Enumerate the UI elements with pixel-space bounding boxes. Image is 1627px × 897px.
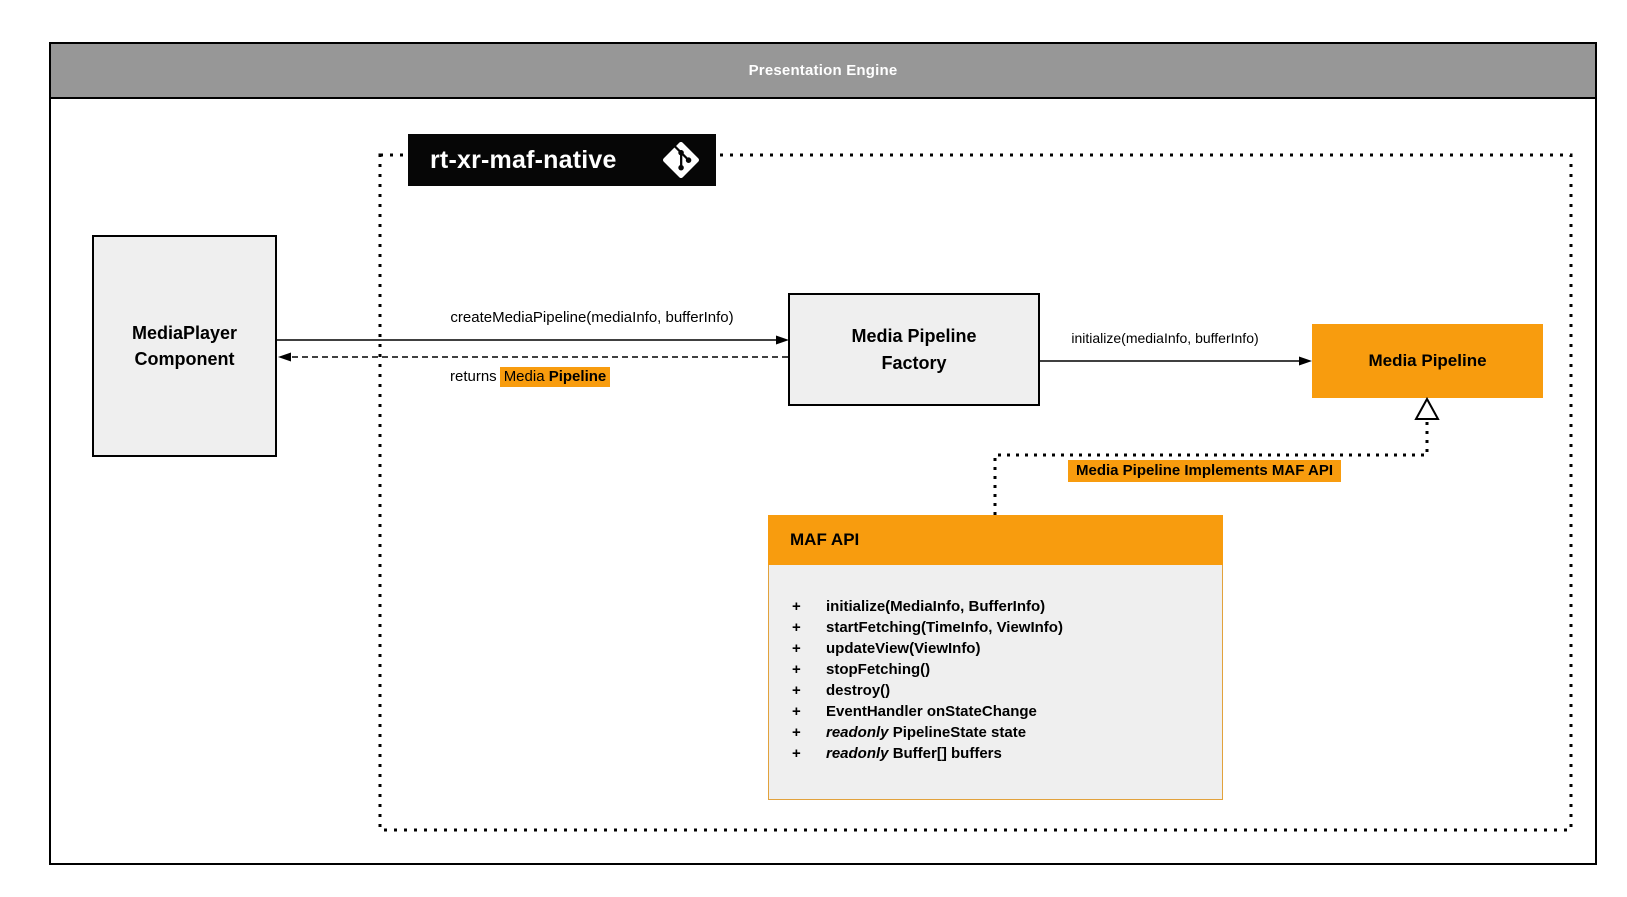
maf-api-member: +stopFetching()	[792, 661, 931, 678]
maf-api-member: +EventHandler onStateChange	[792, 703, 1037, 720]
presentation-engine-title: Presentation Engine	[748, 62, 898, 79]
node-media-pipeline-factory: Media Pipeline Factory	[788, 293, 1040, 406]
returns-highlight: Media Pipeline	[499, 367, 611, 387]
maf-api-member: +updateView(ViewInfo)	[792, 640, 981, 657]
media-pipeline-label: Media Pipeline	[1368, 351, 1487, 370]
create-pipeline-edge-label: createMediaPipeline(mediaInfo, bufferInf…	[450, 309, 734, 326]
node-mediaplayer-component: MediaPlayer Component	[92, 235, 277, 457]
implements-edge-label: Media Pipeline Implements MAF API	[1068, 460, 1341, 482]
maf-api-member: +initialize(MediaInfo, BufferInfo)	[792, 598, 1046, 615]
media-pipeline-factory-label: Media Pipeline Factory	[851, 325, 977, 373]
maf-api-header: MAF API	[768, 515, 1223, 565]
maf-api-members: +initialize(MediaInfo, BufferInfo) +start…	[768, 565, 1223, 800]
mediaplayer-component-label: MediaPlayer Component	[131, 322, 238, 369]
node-maf-api: MAF API +initialize(MediaInfo, BufferInf…	[768, 515, 1223, 800]
maf-api-title: MAF API	[790, 530, 860, 549]
maf-api-member: +readonly PipelineState state	[792, 724, 1027, 741]
module-name: rt-xr-maf-native	[430, 145, 617, 174]
maf-api-member: +readonly Buffer[] buffers	[792, 745, 1002, 762]
module-label: rt-xr-maf-native	[408, 134, 716, 186]
maf-api-member: +startFetching(TimeInfo, ViewInfo)	[792, 619, 1063, 636]
presentation-engine-header: Presentation Engine	[51, 44, 1595, 99]
returns-prefix: returns	[450, 368, 497, 385]
maf-api-member: +destroy()	[792, 682, 891, 699]
initialize-edge-label: initialize(mediaInfo, bufferInfo)	[1071, 330, 1259, 346]
node-media-pipeline: Media Pipeline	[1312, 324, 1543, 398]
git-icon	[662, 141, 700, 179]
